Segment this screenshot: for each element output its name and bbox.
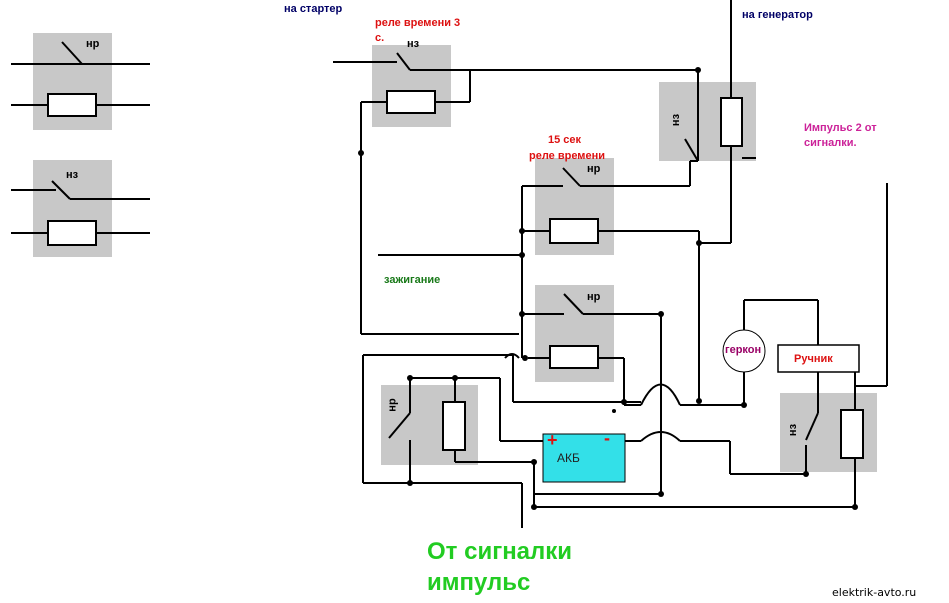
time-relay-15s-label-line1: 15 сек — [548, 134, 582, 146]
time-relay-3s-label-line2: с. — [375, 32, 385, 44]
from-alarm-impulse-line1: От сигналки — [427, 538, 573, 565]
left-relay-contact-label: нр — [386, 398, 399, 412]
watermark: elektrik-avto.ru — [832, 586, 917, 599]
battery-minus-sign: - — [604, 428, 610, 448]
right-relay-contact-label: нз — [787, 423, 800, 437]
time-relay-15s-label-line2: реле времени — [529, 150, 605, 162]
time-relay-3s-label-line1: реле времени 3 — [375, 17, 461, 29]
to-generator-label: на генератор — [742, 9, 813, 21]
handbrake-label: Ручник — [794, 353, 833, 365]
battery-plus-sign: + — [547, 430, 558, 450]
relay-3s-box — [372, 45, 451, 127]
relay-3s-contact-label: нз — [407, 38, 420, 50]
junction-dots — [358, 67, 858, 510]
legend-nr-label: нр — [86, 38, 100, 50]
reed-switch-circle — [722, 329, 766, 373]
to-starter-label: на стартер — [284, 3, 343, 15]
from-alarm-impulse-line2: импульс — [427, 569, 531, 596]
legend-nz-label: нз — [66, 169, 79, 181]
impulse2-label-line1: Импульс 2 от — [804, 122, 877, 134]
relay-15s-contact-label: нр — [587, 163, 601, 175]
battery-box — [542, 433, 626, 483]
handbrake-box — [777, 344, 860, 373]
impulse2-label-line2: сигналки. — [804, 137, 857, 149]
reed-switch-label: геркон — [725, 344, 762, 356]
battery-label: АКБ — [557, 451, 580, 465]
wires — [11, 0, 888, 528]
ignition-label: зажигание — [384, 274, 441, 286]
middle-relay-contact-label: нр — [587, 291, 601, 303]
generator-relay-contact-label: нз — [670, 113, 683, 127]
